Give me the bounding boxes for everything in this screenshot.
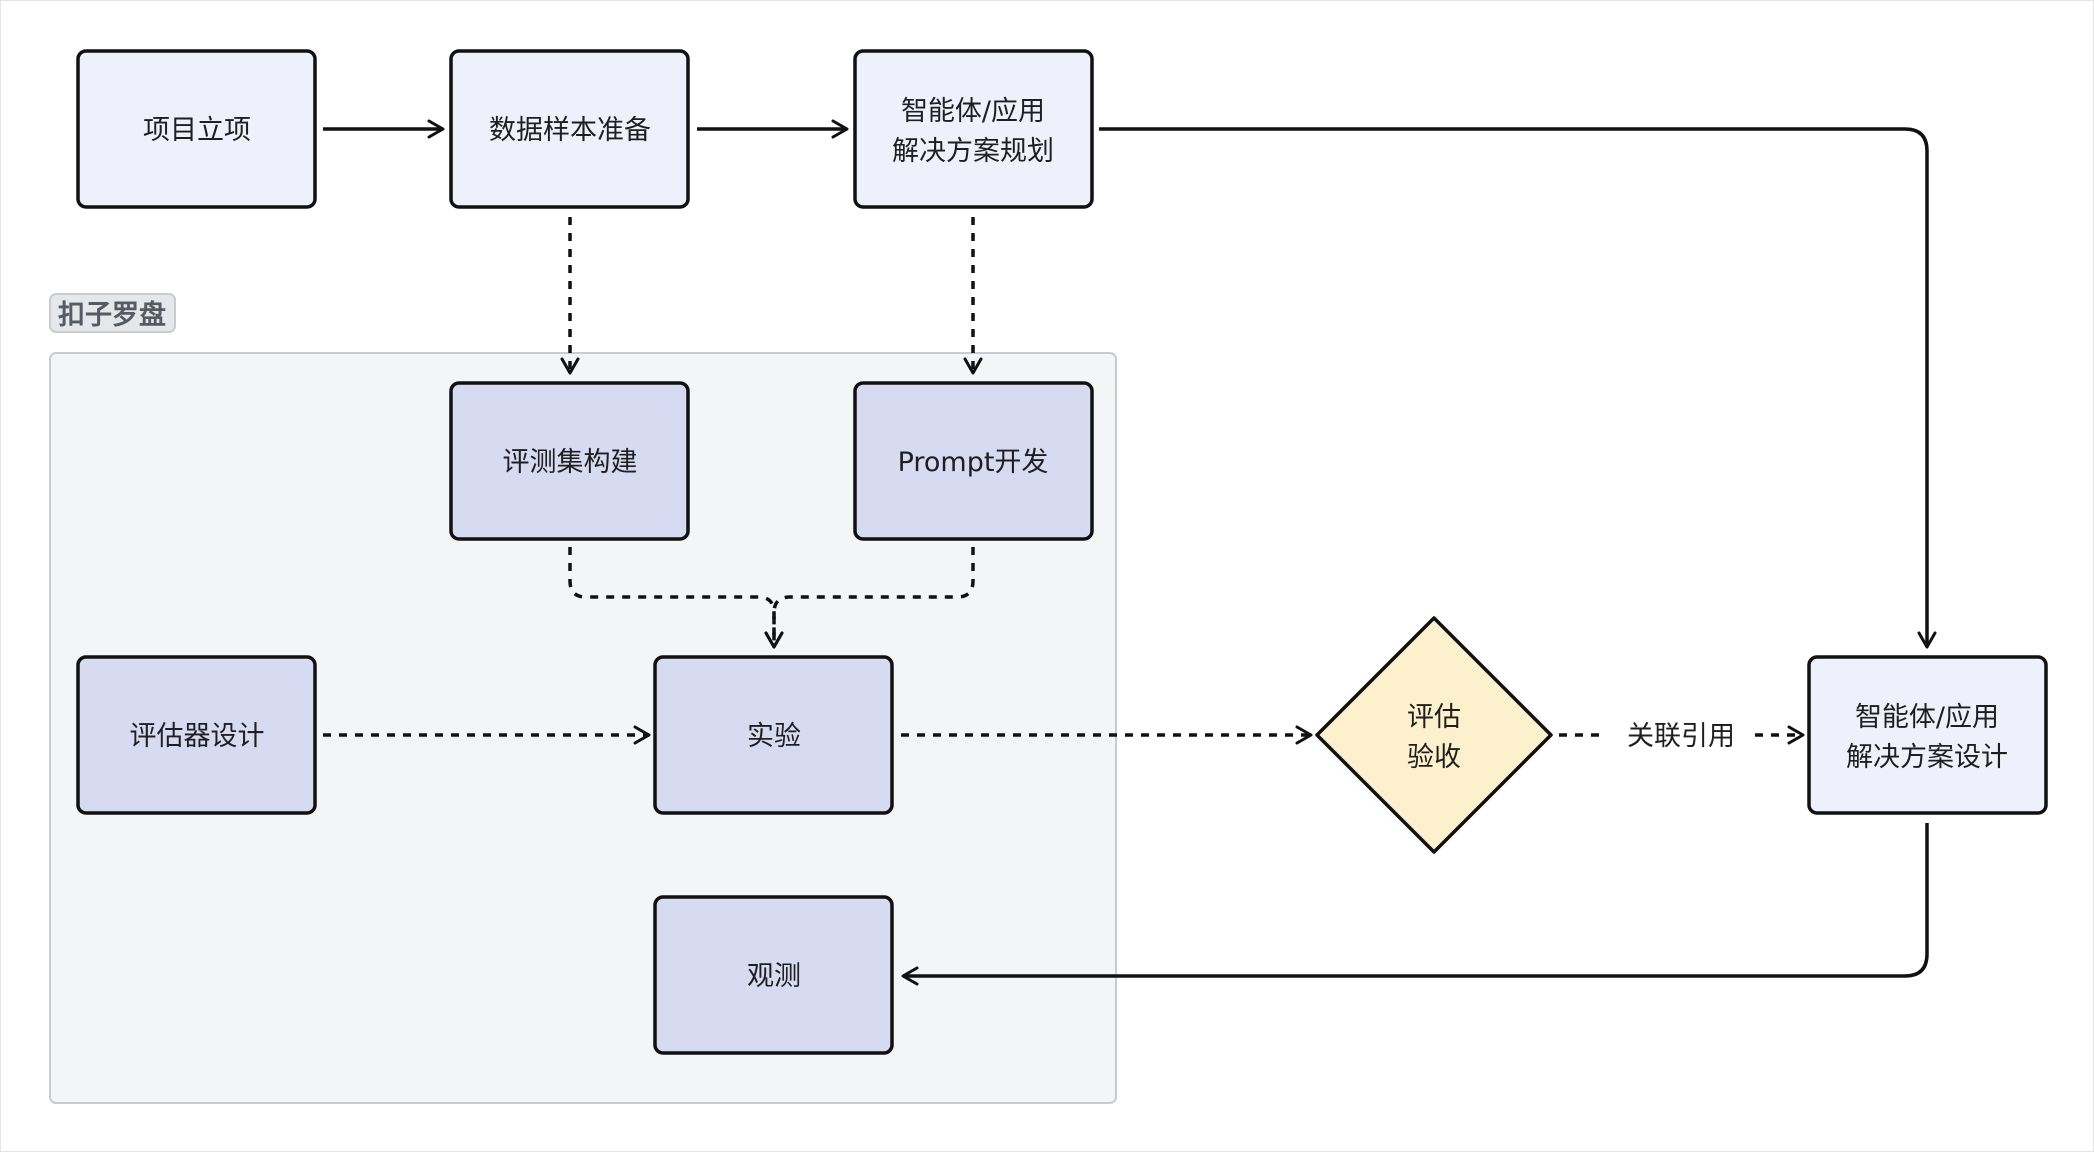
node-label: Prompt开发 [898, 447, 1049, 478]
node-label: 评估器设计 [130, 721, 265, 752]
node-label-line2: 解决方案设计 [1846, 742, 2008, 773]
edge-plan-to-design [1099, 127, 1937, 649]
group-label: 扣子罗盘 [58, 299, 166, 331]
node-prompt-dev[interactable]: Prompt开发 [853, 381, 1094, 541]
node-label: 实验 [747, 721, 801, 752]
edge-label-reference: 关联引用 [1627, 721, 1735, 752]
node-experiment[interactable]: 实验 [653, 655, 894, 815]
node-data-prep[interactable]: 数据样本准备 [449, 49, 690, 209]
node-evaluator-design[interactable]: 评估器设计 [76, 655, 317, 815]
node-eval-accept[interactable]: 评估 验收 [1315, 616, 1553, 854]
edge-prompt-to-experiment [764, 547, 975, 649]
node-label-line2: 解决方案规划 [892, 136, 1054, 167]
node-observe[interactable]: 观测 [653, 895, 894, 1055]
node-label: 观测 [747, 961, 801, 992]
edge-evalset-to-experiment [568, 547, 784, 649]
group-tag: 扣子罗盘 [49, 293, 176, 333]
node-label: 评测集构建 [503, 447, 638, 478]
node-label-line1: 评估 [1407, 702, 1461, 733]
edge-design-to-observe [901, 823, 1929, 986]
node-agent-plan[interactable]: 智能体/应用 解决方案规划 [853, 49, 1094, 209]
node-label: 数据样本准备 [489, 115, 651, 146]
node-label-line2: 验收 [1407, 742, 1461, 773]
node-agent-design[interactable]: 智能体/应用 解决方案设计 [1807, 655, 2048, 815]
node-label-line1: 智能体/应用 [1855, 702, 1999, 733]
node-label: 项目立项 [143, 115, 251, 146]
node-eval-set-build[interactable]: 评测集构建 [449, 381, 690, 541]
node-project-init[interactable]: 项目立项 [76, 49, 317, 209]
node-label-line1: 智能体/应用 [901, 96, 1045, 127]
